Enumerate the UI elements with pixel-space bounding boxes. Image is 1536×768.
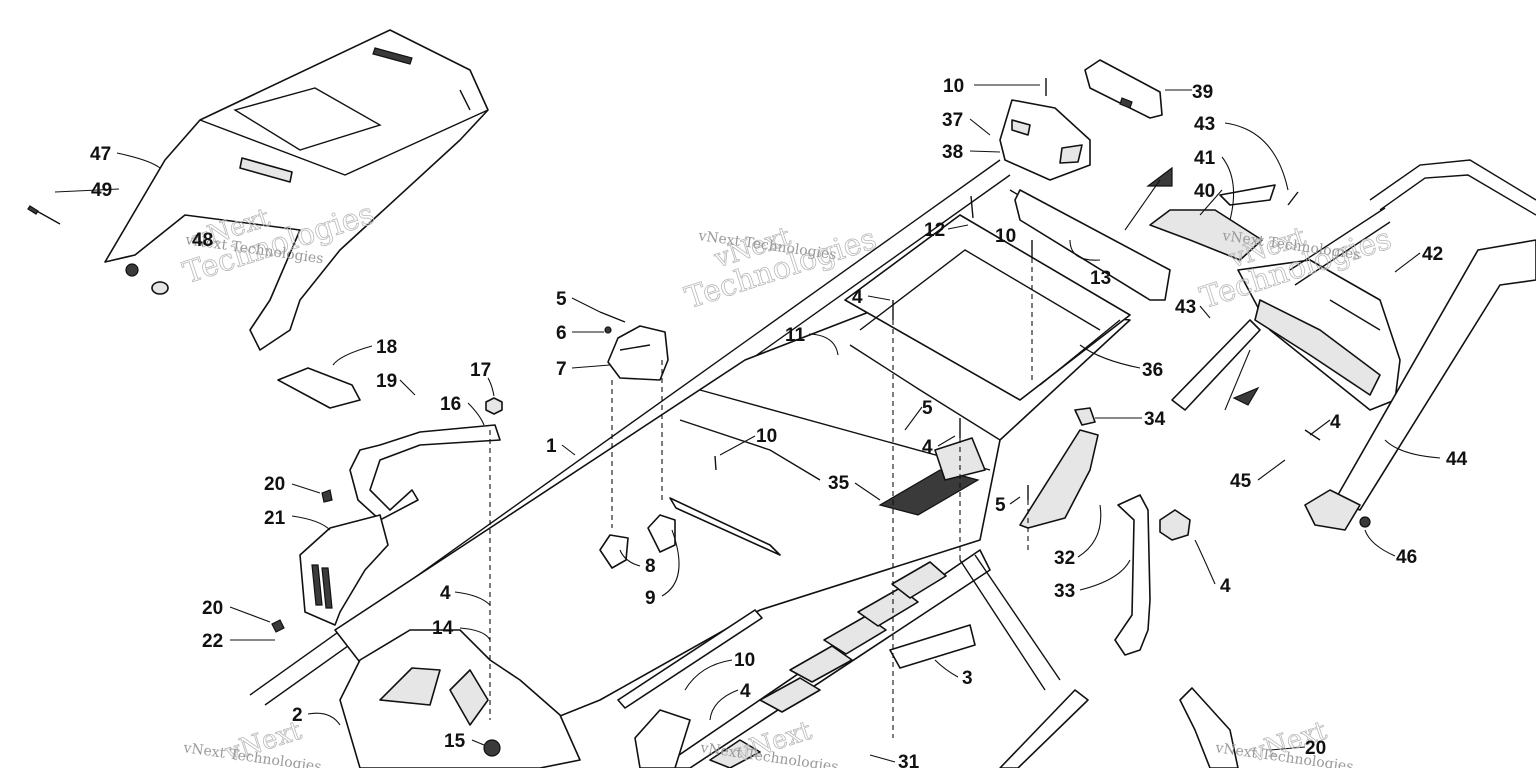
callout-10: 10 [943,76,964,97]
fastener-set [714,78,1321,500]
taillight-lens [1084,59,1163,119]
callout-19: 19 [376,371,397,392]
callout-4: 4 [440,583,451,604]
rear-bumper-tube [1171,159,1536,511]
callout-14: 14 [432,618,454,639]
callout-10: 10 [756,426,777,447]
tunnel-top-plate [844,214,1131,441]
screw-20-a [321,489,333,503]
callout-20: 20 [202,598,223,619]
hitch-knob [1159,509,1191,541]
callout-38: 38 [942,142,963,163]
callout-5: 5 [556,289,567,310]
callout-10: 10 [995,226,1016,247]
callout-4: 4 [1220,576,1231,597]
callout-46: 46 [1396,547,1417,568]
callout-49: 49 [91,180,112,201]
callout-17: 17 [470,360,491,381]
running-board [659,549,991,768]
seat-grommet [125,263,169,295]
side-panel [1019,429,1099,529]
callout-47: 47 [90,144,111,165]
callout-2: 2 [292,705,303,726]
seat [104,29,489,351]
callout-15: 15 [444,731,466,752]
front-mount-bracket [599,311,669,381]
callout-45: 45 [1230,471,1252,492]
callout-4: 4 [922,437,933,458]
callout-5: 5 [995,495,1006,516]
callout-4: 4 [1330,412,1341,433]
front-frame-casting [339,629,581,768]
callout-32: 32 [1054,548,1075,569]
callout-43: 43 [1194,114,1215,135]
callout-8: 8 [645,556,656,577]
callout-3: 3 [962,668,973,689]
callout-20: 20 [1305,738,1326,759]
callout-4: 4 [740,681,751,702]
callout-41: 41 [1194,148,1216,169]
nut-17 [485,397,503,415]
lower-bracket-rear [1304,489,1371,531]
callout-13: 13 [1090,268,1111,289]
direction-arrow-lower [1224,349,1260,411]
callout-48: 48 [192,230,213,251]
callout-12: 12 [924,220,945,241]
bracket-arm [349,424,501,521]
callout-31: 31 [898,752,920,768]
callout-21: 21 [264,508,286,529]
callout-40: 40 [1194,181,1215,202]
rear-bumper-panel [1237,259,1401,411]
snow-flap-assembly [1149,184,1276,261]
lower-right-bracket [1179,687,1239,768]
callout-10: 10 [734,650,755,671]
rear-rail-tube [959,554,1089,768]
direction-arrow-upper [1124,166,1173,231]
stiffener-strip [617,497,781,709]
pad-bracket [599,514,676,569]
callout-1: 1 [546,436,557,457]
callout-6: 6 [556,323,567,344]
bolt-15 [483,739,501,757]
callout-22: 22 [202,631,223,652]
callout-labels: 10 39 37 38 43 41 40 47 49 48 12 10 13 4… [90,76,1468,768]
callout-39: 39 [1192,82,1213,103]
assembly-guide-lines [489,258,1033,738]
callout-18: 18 [376,337,397,358]
callout-43: 43 [1175,297,1196,318]
callout-5: 5 [922,398,933,419]
callout-4: 4 [852,287,863,308]
screw-20-b [271,619,285,633]
callout-16: 16 [440,394,461,415]
callout-34: 34 [1144,409,1166,430]
callout-9: 9 [645,588,656,609]
hitch-bracket [1114,494,1151,656]
small-bracket-plate [634,709,691,768]
leader-lines [54,84,1441,763]
rear-bracket [1014,189,1171,301]
callout-44: 44 [1446,449,1468,470]
small-clip [1074,407,1096,426]
seat-bolt [27,205,61,225]
side-guard [299,514,389,626]
callout-7: 7 [556,359,567,380]
heat-shield-plate [277,367,361,409]
callout-37: 37 [942,110,963,131]
taillight-housing [999,99,1091,181]
callout-20: 20 [264,474,285,495]
callout-42: 42 [1422,244,1443,265]
callout-33: 33 [1054,581,1075,602]
callout-36: 36 [1142,360,1163,381]
callout-11: 11 [785,325,806,346]
callout-35: 35 [828,473,850,494]
